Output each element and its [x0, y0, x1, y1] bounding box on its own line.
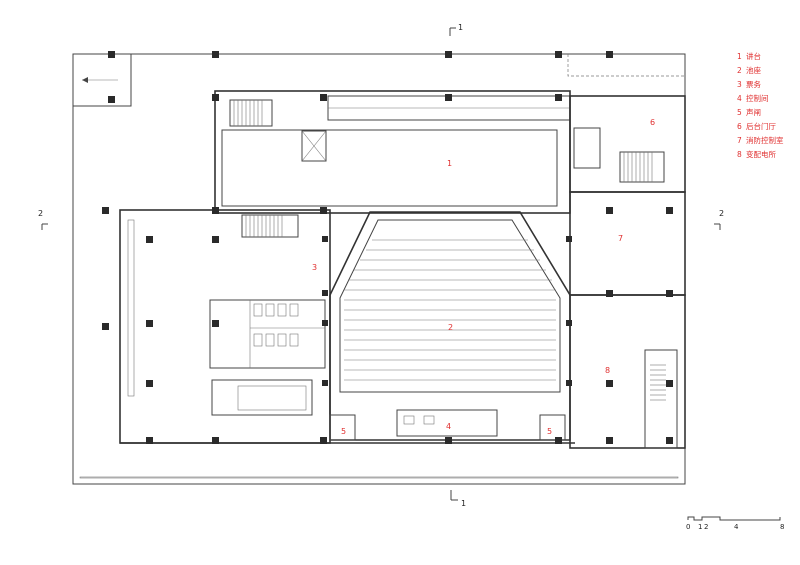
- toilet-block: [209, 299, 326, 369]
- stair-backstage: [619, 151, 665, 183]
- room-number-sound-lock-right: 5: [547, 427, 552, 436]
- section-mark-right: 2: [714, 209, 724, 230]
- control-room: [396, 409, 498, 437]
- room-number-control-room: 4: [446, 422, 451, 431]
- room-number-stalls: 2: [448, 323, 453, 332]
- elevator: [301, 130, 327, 162]
- section-mark-top: 1: [449, 23, 463, 36]
- sound-lock-right: [539, 414, 566, 441]
- room-number-sound-lock-left: 5: [341, 427, 346, 436]
- svg-text:8: 8: [780, 523, 784, 531]
- backstage-toilets: [573, 127, 601, 169]
- room-number-substation: 8: [605, 366, 610, 375]
- stair-substation: [644, 349, 678, 449]
- seat-rows: [344, 239, 556, 381]
- section-mark-left: 2: [38, 209, 48, 230]
- lobby-bench: [127, 219, 135, 397]
- dashed-boundary: [567, 54, 685, 77]
- structural-columns: [102, 51, 673, 444]
- svg-text:2: 2: [719, 209, 724, 218]
- svg-text:1: 1: [698, 523, 702, 531]
- entrance-ramp: [72, 53, 132, 107]
- section-mark-bottom: 1: [450, 490, 466, 508]
- stage-floor: [221, 129, 558, 207]
- stage-block: [214, 90, 571, 214]
- svg-text:1: 1: [461, 499, 466, 508]
- site-inner-edge: [79, 476, 679, 479]
- room-number-stage: 1: [447, 159, 452, 168]
- svg-text:1: 1: [458, 23, 463, 32]
- svg-text:4: 4: [734, 523, 739, 531]
- stair-lobby: [211, 379, 313, 416]
- backstage-foyer: [569, 95, 686, 193]
- seating-area: [339, 219, 561, 393]
- svg-text:2: 2: [38, 209, 43, 218]
- sound-lock-left: [329, 414, 356, 441]
- substation: [569, 294, 686, 449]
- room-number-fire-control: 7: [618, 234, 623, 243]
- stair-stage: [229, 99, 273, 127]
- room-number-ticketing: 3: [312, 263, 317, 272]
- svg-text:0: 0: [686, 523, 690, 531]
- stair-treads: [233, 100, 263, 126]
- svg-text:2: 2: [704, 523, 708, 531]
- scale-bar: 0 1 2 4 8: [686, 516, 784, 531]
- site-boundary: [72, 53, 686, 485]
- room-number-backstage-foyer: 6: [650, 118, 655, 127]
